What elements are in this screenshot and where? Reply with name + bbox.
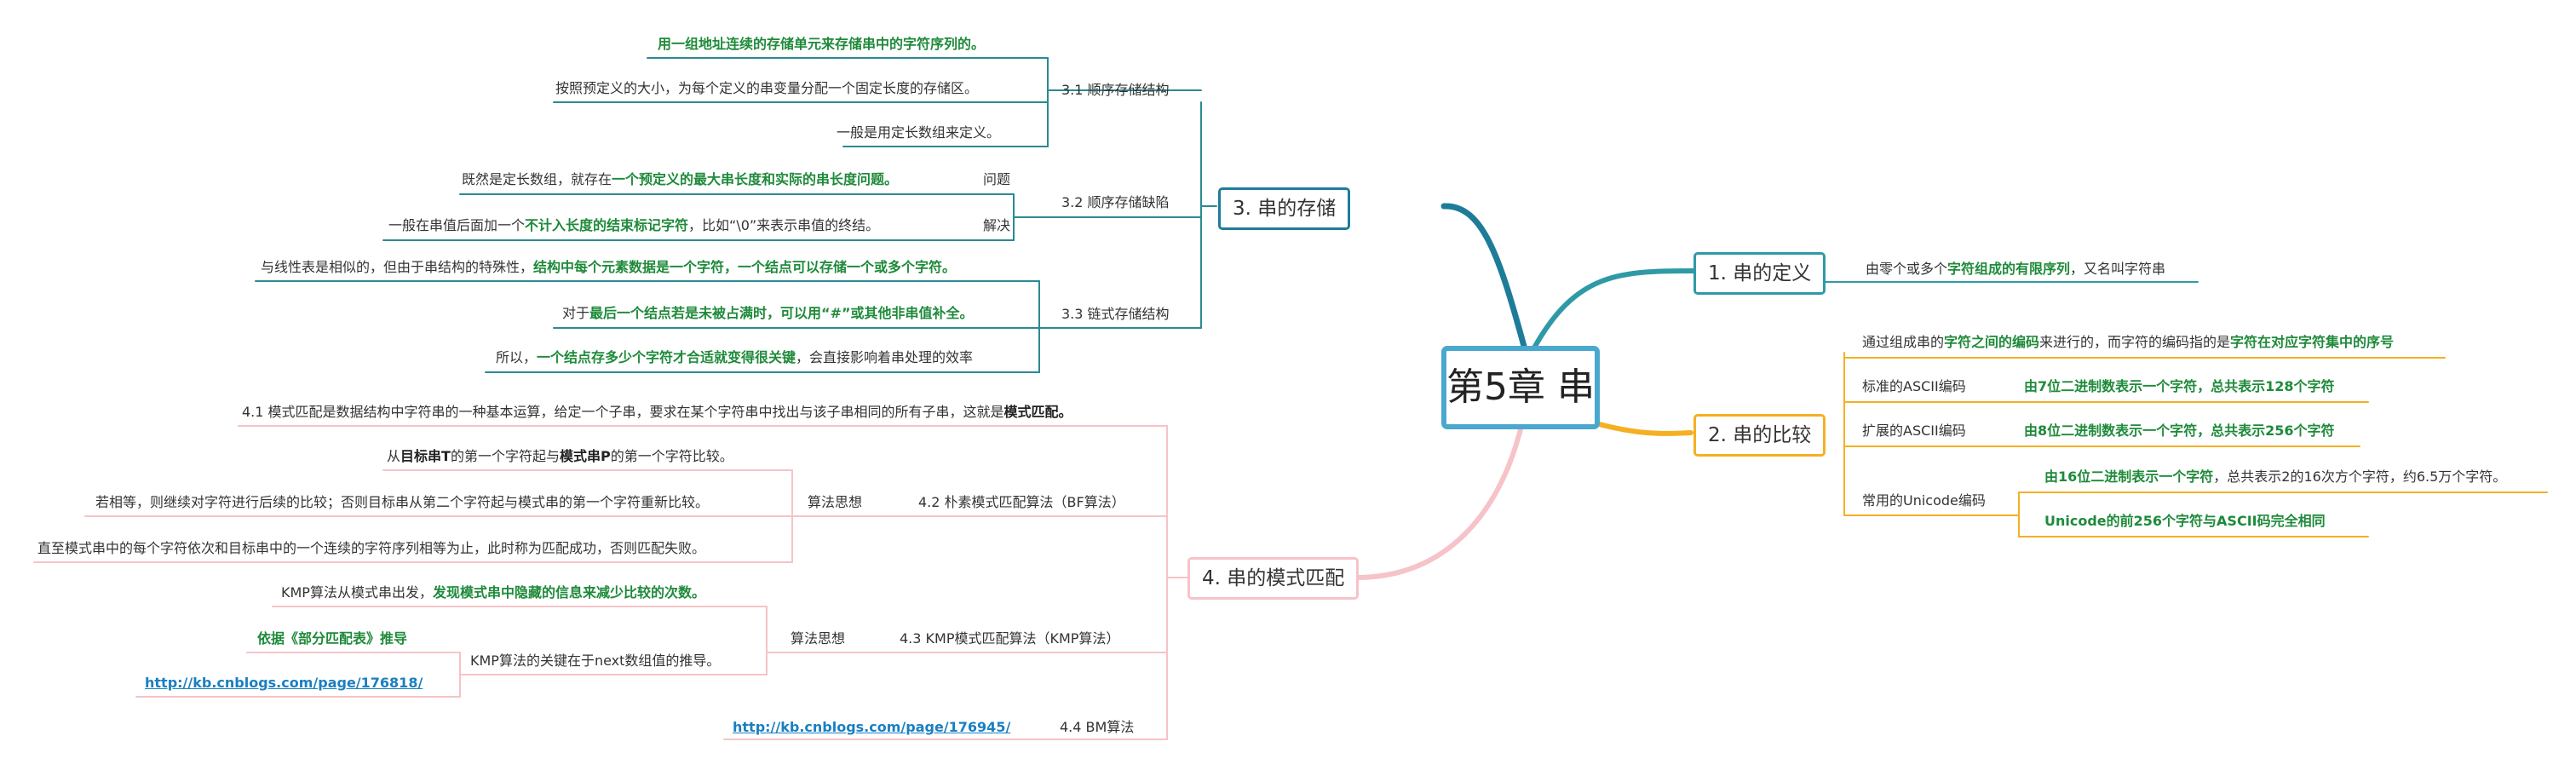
kmp-step-1: KMP算法从模式串出发，发现模式串中隐藏的信息来减少比较的次数。 xyxy=(281,584,705,601)
ascii-label: 标准的ASCII编码 xyxy=(1862,378,1966,394)
connector-root-b2 xyxy=(1590,420,1693,436)
branch-pattern-matching[interactable]: 4. 串的模式匹配 xyxy=(1187,557,1360,600)
bf-step-2: 若相等，则继续对字符进行后续的比较；否则目标串从第二个字符起与模式串的第一个字符… xyxy=(95,494,710,510)
text-highlight: 由16位二进制表示一个字符 xyxy=(2044,468,2214,485)
text: ，比如“\0”来表示串值的终结。 xyxy=(688,217,880,233)
bf-step-3: 直至模式串中的每个字符依次和目标串中的一个连续的字符序列相等为止，此时称为匹配成… xyxy=(37,540,706,556)
text-highlight: 发现模式串中隐藏的信息来减少比较的次数。 xyxy=(432,584,705,601)
kmp-reference-link[interactable]: http://kb.cnblogs.com/page/176818/ xyxy=(145,675,423,691)
text-highlight: 一个预定义的最大串长度和实际的串长度问题。 xyxy=(612,171,899,187)
connector-root-b1 xyxy=(1531,268,1696,352)
linked-storage-note-3: 所以，一个结点存多少个字符才合适就变得很关键，会直接影响着串处理的效率 xyxy=(496,349,973,366)
bm-algorithm-label: 4.4 BM算法 xyxy=(1060,719,1135,735)
text: 一般在串值后面加一个 xyxy=(388,217,526,233)
linked-storage-label: 3.3 链式存储结构 xyxy=(1061,306,1170,322)
text-highlight: 最后一个结点若是未被占满时，可以用“#”或其他非串值补全。 xyxy=(589,305,974,321)
bf-step-1: 从目标串T的第一个字符起与模式串P的第一个字符比较。 xyxy=(387,448,733,465)
connector-root-b4 xyxy=(1354,427,1523,580)
pattern-matching-definition: 4.1 模式匹配是数据结构中字符串的一种基本运算，给定一个子串，要求在某个字符串… xyxy=(242,404,1072,421)
text-highlight: 字符组成的有限序列 xyxy=(1947,261,2071,277)
text-highlight: 不计入长度的结束标记字符 xyxy=(525,217,689,233)
bf-idea-label: 算法思想 xyxy=(808,494,863,510)
text-bold: 模式匹配。 xyxy=(1003,404,1072,420)
text: ，总共表示2的16次方个字符，约6.5万个字符。 xyxy=(2213,468,2507,485)
linked-storage-note-1: 与线性表是相似的，但由于串结构的特殊性，结构中每个元素数据是一个字符，一个结点可… xyxy=(261,259,956,276)
text: 所以， xyxy=(496,349,538,365)
unicode-value-2: Unicode的前256个字符与ASCII码完全相同 xyxy=(2044,513,2326,529)
kmp-partial-match-table: 依据《部分匹配表》推导 xyxy=(257,630,408,647)
seq-storage-note-1: 用一组地址连续的存储单元来存储串中的字符序列的。 xyxy=(658,36,986,52)
defect-solution-text: 一般在串值后面加一个不计入长度的结束标记字符，比如“\0”来表示串值的终结。 xyxy=(388,217,879,234)
text: 由零个或多个 xyxy=(1866,261,1948,277)
text: ，会直接影响着串处理的效率 xyxy=(796,349,974,365)
text-highlight: 字符在对应字符集中的序号 xyxy=(2230,334,2395,350)
text: 来进行的，而字符的编码指的是 xyxy=(2039,334,2231,350)
seq-storage-label: 3.1 顺序存储结构 xyxy=(1061,82,1170,98)
text: KMP算法从模式串出发， xyxy=(281,584,433,601)
defect-solution-label: 解决 xyxy=(983,217,1011,233)
text: 对于 xyxy=(562,305,590,321)
seq-storage-note-2: 按照预定义的大小，为每个定义的串变量分配一个固定长度的存储区。 xyxy=(555,80,979,96)
connector-root-b3 xyxy=(1440,203,1528,353)
extended-ascii-value: 由8位二进制数表示一个字符，总共表示256个字符 xyxy=(2024,422,2335,439)
branch-comparison[interactable]: 2. 串的比较 xyxy=(1693,414,1826,457)
text-highlight: 一个结点存多少个字符才合适就变得很关键 xyxy=(537,349,796,365)
kmp-idea-label: 算法思想 xyxy=(791,630,846,647)
unicode-value-1: 由16位二进制表示一个字符，总共表示2的16次方个字符，约6.5万个字符。 xyxy=(2044,468,2506,486)
defect-problem-text: 既然是定长数组，就存在一个预定义的最大串长度和实际的串长度问题。 xyxy=(462,171,898,188)
text-bold: 目标串T xyxy=(400,448,451,464)
text: 从 xyxy=(387,448,401,464)
text: 4.1 模式匹配是数据结构中字符串的一种基本运算，给定一个子串，要求在某个字符串… xyxy=(242,404,1004,420)
unicode-label: 常用的Unicode编码 xyxy=(1862,492,1986,509)
root-topic[interactable]: 第5章 串 xyxy=(1441,346,1600,429)
linked-storage-note-2: 对于最后一个结点若是未被占满时，可以用“#”或其他非串值补全。 xyxy=(562,305,973,322)
ascii-value: 由7位二进制数表示一个字符，总共表示128个字符 xyxy=(2024,378,2335,394)
kmp-step-2: KMP算法的关键在于next数组值的推导。 xyxy=(470,652,721,669)
bm-reference-link[interactable]: http://kb.cnblogs.com/page/176945/ xyxy=(733,719,1011,735)
text-bold: 模式串P xyxy=(559,448,611,464)
defect-problem-label: 问题 xyxy=(983,171,1011,187)
text: 通过组成串的 xyxy=(1862,334,1945,350)
text-highlight: 结构中每个元素数据是一个字符，一个结点可以存储一个或多个字符。 xyxy=(533,259,957,275)
text: ，又名叫字符串 xyxy=(2070,261,2166,277)
comparison-note: 通过组成串的字符之间的编码来进行的，而字符的编码指的是字符在对应字符集中的序号 xyxy=(1862,334,2394,351)
kmp-algorithm-label: 4.3 KMP模式匹配算法（KMP算法） xyxy=(900,630,1120,647)
text: 的第一个字符起与 xyxy=(450,448,560,464)
text: 既然是定长数组，就存在 xyxy=(462,171,612,187)
seq-storage-note-3: 一般是用定长数组来定义。 xyxy=(837,124,1001,141)
text: 与线性表是相似的，但由于串结构的特殊性， xyxy=(261,259,534,275)
extended-ascii-label: 扩展的ASCII编码 xyxy=(1862,422,1966,439)
seq-defect-label: 3.2 顺序存储缺陷 xyxy=(1061,194,1170,210)
text: 的第一个字符比较。 xyxy=(610,448,733,464)
bf-algorithm-label: 4.2 朴素模式匹配算法（BF算法） xyxy=(918,494,1125,510)
branch-storage[interactable]: 3. 串的存储 xyxy=(1218,187,1351,230)
branch-definition[interactable]: 1. 串的定义 xyxy=(1693,252,1826,295)
text-highlight: 字符之间的编码 xyxy=(1944,334,2040,350)
definition-note: 由零个或多个字符组成的有限序列，又名叫字符串 xyxy=(1866,261,2165,278)
